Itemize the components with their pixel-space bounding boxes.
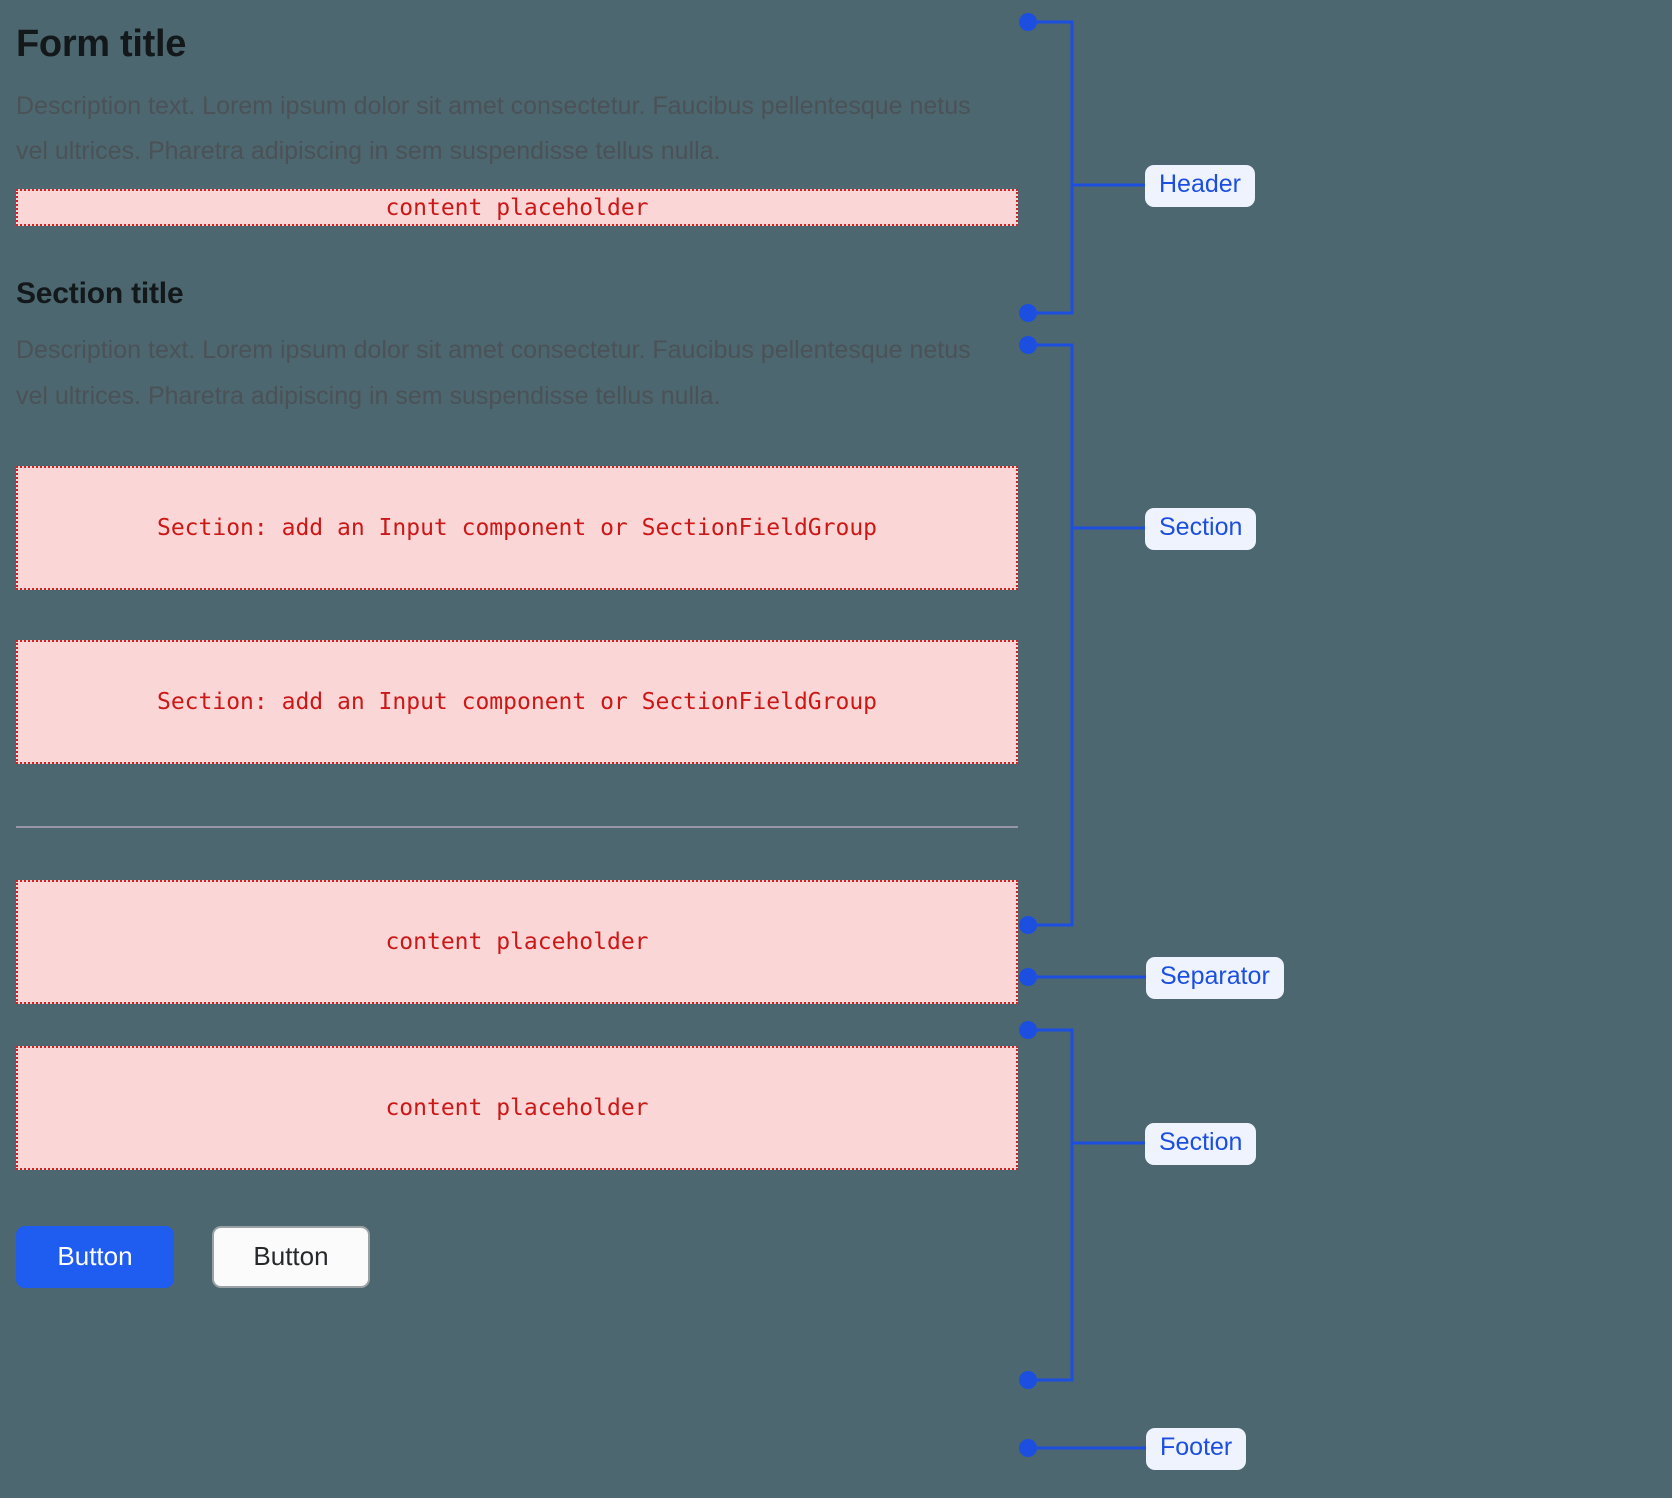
- form-section-2: content placeholder content placeholder: [16, 879, 1018, 1170]
- header-start-dot: [1019, 13, 1037, 31]
- form-preview: Form title Description text. Lorem ipsum…: [16, 0, 1018, 1498]
- annotation-badge-section[interactable]: Section: [1145, 508, 1257, 550]
- section-end-dot: [1019, 916, 1037, 934]
- secondary-button[interactable]: Button: [212, 1225, 370, 1288]
- section2-content-placeholder-2[interactable]: content placeholder: [16, 1045, 1018, 1170]
- section-bracket-path: [1028, 343, 1074, 927]
- section2-end-dot: [1019, 1371, 1037, 1389]
- header-content-placeholder[interactable]: content placeholder: [16, 189, 1018, 227]
- separator-dot: [1019, 968, 1037, 986]
- annotation-badge-header[interactable]: Header: [1145, 165, 1255, 207]
- page-title: Form title: [16, 23, 187, 65]
- annotation-badge-footer[interactable]: Footer: [1146, 1428, 1247, 1470]
- header-end-dot: [1019, 304, 1037, 322]
- section-field-placeholder-1[interactable]: Section: add an Input component or Secti…: [16, 465, 1018, 590]
- section-field-placeholder-2[interactable]: Section: add an Input component or Secti…: [16, 639, 1018, 764]
- section2-bracket-path: [1028, 1028, 1074, 1382]
- primary-button[interactable]: Button: [16, 1225, 174, 1288]
- section-start-dot: [1019, 336, 1037, 354]
- header-bracket-path: [1028, 20, 1074, 315]
- form-header: Form title Description text. Lorem ipsum…: [16, 0, 1018, 227]
- section2-start-dot: [1019, 1021, 1037, 1039]
- form-footer: Button Button: [16, 1225, 1018, 1288]
- form-section: Section title Description text. Lorem ip…: [16, 276, 1018, 764]
- annotation-badge-separator[interactable]: Separator: [1146, 957, 1284, 999]
- footer-dot: [1019, 1439, 1037, 1457]
- section2-content-placeholder-1[interactable]: content placeholder: [16, 879, 1018, 1004]
- annotation-dots: [1019, 13, 1037, 1457]
- annotation-badge-section-2[interactable]: Section: [1145, 1123, 1257, 1165]
- header-description: Description text. Lorem ipsum dolor sit …: [16, 91, 971, 166]
- separator: [16, 825, 1018, 828]
- section-title: Section title: [16, 277, 184, 311]
- section-description: Description text. Lorem ipsum dolor sit …: [16, 336, 971, 410]
